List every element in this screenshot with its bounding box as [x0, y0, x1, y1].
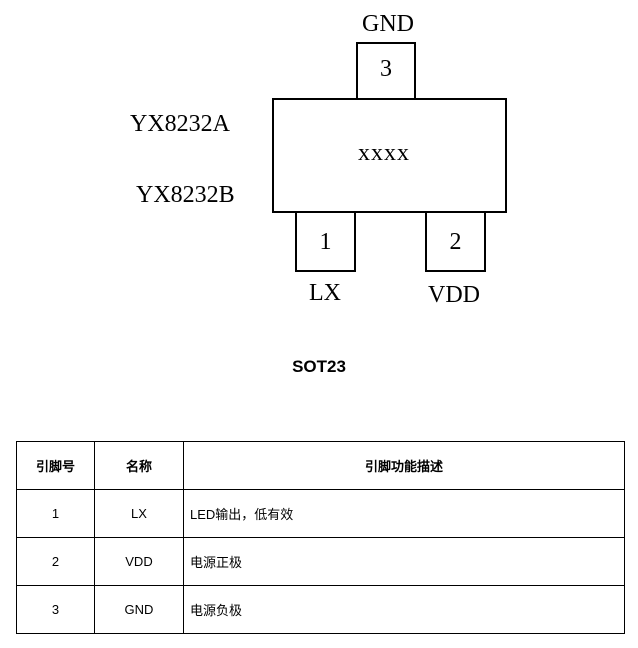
table-row: 3 GND 电源负极	[16, 585, 625, 634]
cell-pin-number: 1	[16, 489, 95, 538]
bottom-left-pin-name: LX	[309, 280, 341, 306]
cell-pin-number: 2	[16, 537, 95, 586]
bottom-left-pin-number: 1	[319, 229, 332, 255]
chip-marking: xxxx	[358, 140, 410, 166]
top-pin: 3	[356, 42, 416, 100]
bottom-left-pin: 1	[295, 211, 356, 272]
bottom-right-pin: 2	[425, 211, 486, 272]
bottom-right-pin-name: VDD	[428, 282, 480, 308]
top-pin-number: 3	[380, 56, 392, 82]
part-name-b: YX8232B	[136, 182, 235, 208]
top-pin-name: GND	[362, 11, 414, 37]
table-row: 1 LX LED输出，低有效	[16, 489, 625, 538]
cell-description: 电源负极	[183, 585, 625, 634]
header-pin-number: 引脚号	[16, 441, 95, 490]
cell-name: GND	[94, 585, 184, 634]
chip-body: xxxx	[272, 98, 507, 213]
header-description: 引脚功能描述	[183, 441, 625, 490]
header-name: 名称	[94, 441, 184, 490]
cell-name: LX	[94, 489, 184, 538]
cell-pin-number: 3	[16, 585, 95, 634]
cell-description: LED输出，低有效	[183, 489, 625, 538]
cell-description: 电源正极	[183, 537, 625, 586]
package-name: SOT23	[292, 357, 346, 376]
cell-name: VDD	[94, 537, 184, 586]
bottom-right-pin-number: 2	[449, 229, 462, 255]
pin-table: 引脚号 名称 引脚功能描述 1 LX LED输出，低有效 2 VDD 电源正极 …	[16, 441, 625, 634]
part-name-a: YX8232A	[130, 111, 230, 137]
table-row: 2 VDD 电源正极	[16, 537, 625, 586]
table-header-row: 引脚号 名称 引脚功能描述	[16, 441, 625, 490]
